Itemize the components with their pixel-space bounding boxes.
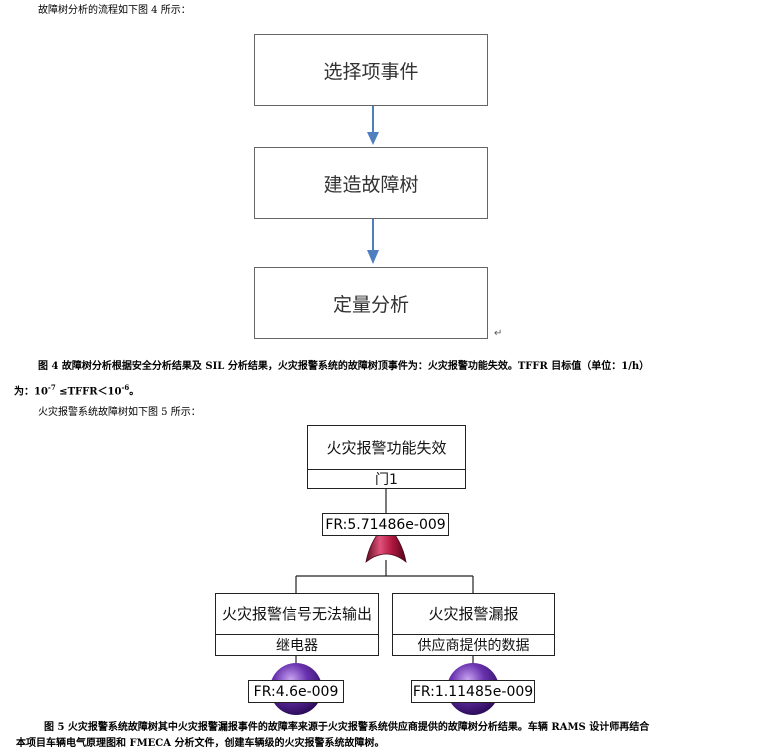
ft-top-title: 火灾报警功能失效 (308, 426, 465, 470)
flow-arrow-1 (367, 106, 379, 145)
flow-step-build-fault-tree: 建造故障树 (254, 147, 488, 219)
fig5-intro: 火灾报警系统故障树如下图 5 所示： (38, 407, 201, 418)
flow-step-label: 建造故障树 (323, 173, 419, 196)
ft-left-title: 火灾报警信号无法输出 (216, 594, 378, 635)
fig4-caption: 图 4 故障树分析根据安全分析结果及 SIL 分析结果，火灾报警系统的故障树顶事… (38, 361, 650, 372)
fig5-caption-line1: 图 5 火灾报警系统故障树其中火灾报警漏报事件的故障率来源于火灾报警系统供应商提… (44, 722, 650, 733)
or-gate-icon (365, 523, 407, 563)
ft-left-sub: 继电器 (276, 638, 318, 654)
fig5-caption-line2: 本项目车辆电气原理图和 FMECA 分析文件，创建车辆级的火灾报警系统故障树。 (16, 738, 385, 749)
ft-left-event: 火灾报警信号无法输出 继电器 (215, 593, 379, 656)
fig4-text: 为：10 (14, 386, 48, 398)
flow-step-label: 选择项事件 (323, 60, 419, 83)
fig4-exponent: -7 (47, 383, 56, 392)
ft-right-fr: FR:1.11485e-009 (411, 680, 535, 703)
ft-top-gate: 门1 (375, 472, 398, 488)
flow-step-label: 定量分析 (332, 293, 409, 316)
ft-top-fr: FR:5.71486e-009 (322, 513, 449, 536)
flow-arrows (367, 106, 379, 264)
fig4-text: 。 (129, 386, 140, 398)
flow-arrow-2 (367, 219, 379, 264)
ft-right-title: 火灾报警漏报 (393, 594, 554, 635)
fig4-text: ≤TFFR＜10 (55, 386, 122, 398)
fig4-caption-line2: 为：10-7 ≤TFFR＜10-6。 (14, 381, 139, 399)
paragraph-mark: ↵ (494, 328, 503, 339)
ft-right-sub: 供应商提供的数据 (417, 638, 530, 654)
flow-step-select-top-event: 选择项事件 (254, 34, 488, 106)
ft-top-event: 火灾报警功能失效 门1 (307, 425, 466, 489)
fig4-exponent: -6 (121, 383, 130, 392)
ft-left-fr: FR:4.6e-009 (248, 680, 344, 703)
flow-step-quantitative-analysis: 定量分析 (254, 267, 488, 339)
intro-text: 故障树分析的流程如下图 4 所示： (38, 5, 191, 16)
ft-right-event: 火灾报警漏报 供应商提供的数据 (392, 593, 555, 656)
